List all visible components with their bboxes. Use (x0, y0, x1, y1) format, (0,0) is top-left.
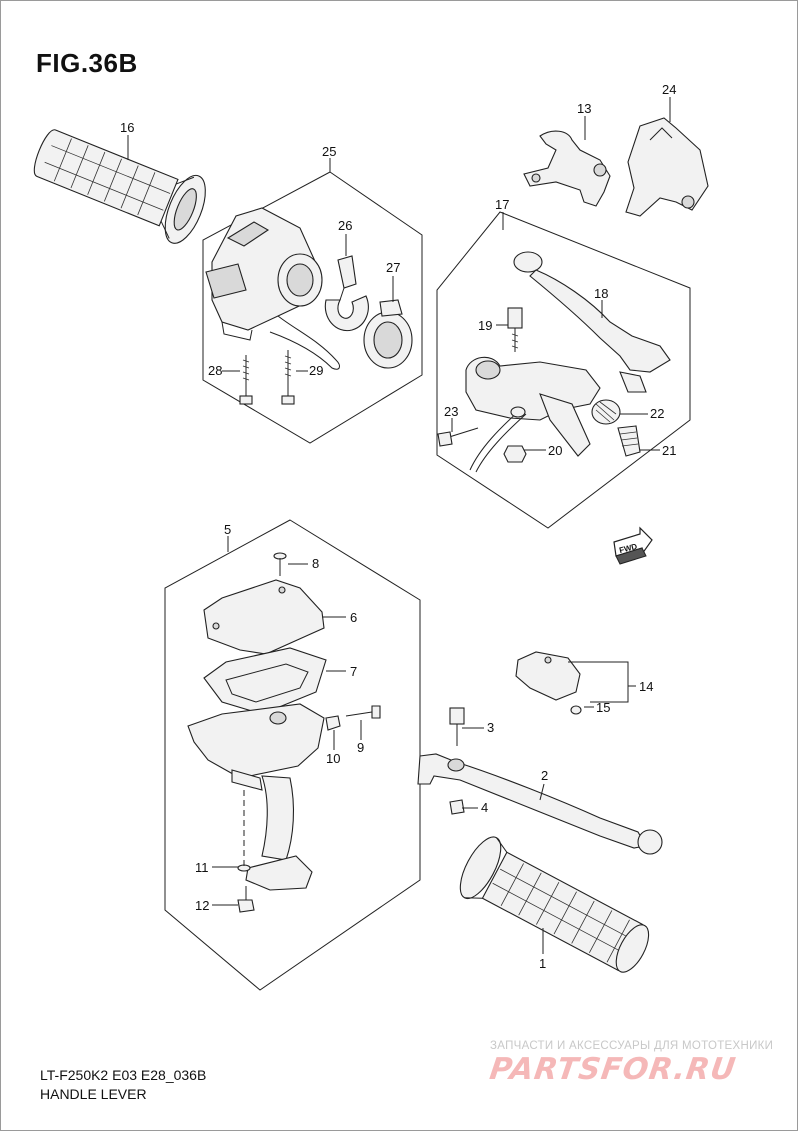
callout-14: 14 (639, 679, 653, 694)
callout-2: 2 (541, 768, 548, 783)
callout-26: 26 (338, 218, 352, 233)
callout-24: 24 (662, 82, 676, 97)
screw-21 (617, 425, 641, 457)
grip-16 (33, 129, 206, 244)
callout-1: 1 (539, 956, 546, 971)
nut-20 (503, 445, 527, 463)
section-name: HANDLE LEVER (40, 1086, 147, 1102)
leader-lines (127, 97, 671, 954)
group-outline-5 (164, 519, 421, 991)
bolt-19 (507, 307, 523, 352)
figure-title: FIG.36B (36, 48, 138, 78)
callout-29: 29 (309, 363, 323, 378)
cover-6 (203, 579, 325, 655)
callout-13: 13 (577, 101, 591, 116)
callout-8: 8 (312, 556, 319, 571)
callout-7: 7 (350, 664, 357, 679)
callout-19: 19 (478, 318, 492, 333)
callout-28: 28 (208, 363, 222, 378)
callout-18: 18 (594, 286, 608, 301)
screw-9 (345, 705, 381, 719)
switch-housing (205, 207, 340, 370)
throttle-body (187, 703, 325, 891)
master-cylinder-body (465, 356, 601, 473)
bolt-3 (449, 707, 465, 746)
callout-10: 10 (326, 751, 340, 766)
group-outline-17 (436, 211, 691, 529)
screw-8 (273, 552, 287, 576)
switch-14 (515, 651, 581, 701)
callout-20: 20 (548, 443, 562, 458)
part-26 (324, 255, 369, 332)
group-outline-25 (202, 171, 423, 444)
part-24 (625, 117, 709, 217)
screw-28 (239, 355, 253, 405)
fwd-arrow-icon: FWD (613, 526, 653, 565)
model-code: LT-F250K2 E03 E28_036B (40, 1067, 207, 1083)
gasket-7 (203, 647, 327, 715)
callout-22: 22 (650, 406, 664, 421)
clutch-lever-2 (417, 753, 663, 855)
screw-15 (570, 705, 582, 715)
callout-4: 4 (481, 800, 488, 815)
callout-5: 5 (224, 522, 231, 537)
boot-22 (591, 399, 621, 425)
brake-lever-18 (513, 251, 671, 393)
callout-12: 12 (195, 898, 209, 913)
watermark-tagline: ЗАПЧАСТИ И АКСЕССУАРЫ ДЛЯ МОТОТЕХНИКИ (490, 1040, 774, 1052)
callout-6: 6 (350, 610, 357, 625)
callout-3: 3 (487, 720, 494, 735)
callout-17: 17 (495, 197, 509, 212)
callout-21: 21 (662, 443, 676, 458)
nut-4 (449, 799, 465, 815)
fwd-label: FWD (618, 542, 638, 555)
callout-23: 23 (444, 404, 458, 419)
callout-9: 9 (357, 740, 364, 755)
nut-12 (237, 886, 255, 913)
grip-1 (459, 836, 650, 973)
callout-11: 11 (195, 860, 209, 875)
callout-27: 27 (386, 260, 400, 275)
watermark-logo: PARTSFOR.RU (487, 1052, 739, 1087)
part-13 (523, 130, 611, 207)
callout-25: 25 (322, 144, 336, 159)
callout-16: 16 (120, 120, 134, 135)
screw-29 (281, 350, 295, 405)
nut-10 (325, 715, 341, 731)
part-27 (363, 299, 413, 369)
bolt-23 (437, 427, 479, 447)
callout-15: 15 (596, 700, 610, 715)
